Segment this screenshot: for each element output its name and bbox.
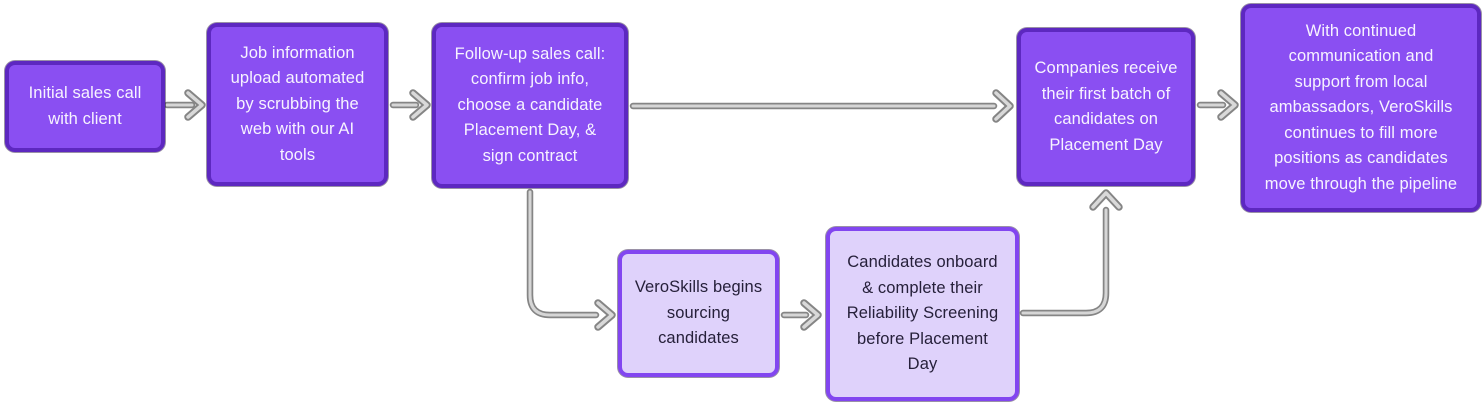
node-first-batch-candidates: Companies receive their first batch of c… [1017, 28, 1195, 186]
node-continued-support: With continued communication and support… [1241, 4, 1481, 212]
edge-follow-up-call-to-first-batch [629, 89, 1014, 123]
node-initial-sales-call: Initial sales call with client [5, 61, 165, 152]
edge-sourcing-to-onboarding [780, 299, 822, 331]
edge-job-upload-to-follow-up-call [389, 89, 431, 121]
node-job-information-upload: Job information upload automated by scru… [207, 23, 388, 186]
node-follow-up-sales-call: Follow-up sales call: confirm job info, … [432, 23, 628, 188]
edge-initial-call-to-job-upload [163, 89, 206, 121]
edge-onboarding-to-first-batch [1019, 189, 1123, 317]
edge-first-batch-to-continued-support [1196, 89, 1239, 121]
node-candidates-onboard: Candidates onboard & complete their Reli… [826, 227, 1019, 401]
node-sourcing-candidates: VeroSkills begins sourcing candidates [618, 250, 779, 377]
edge-follow-up-call-to-sourcing [526, 188, 616, 331]
